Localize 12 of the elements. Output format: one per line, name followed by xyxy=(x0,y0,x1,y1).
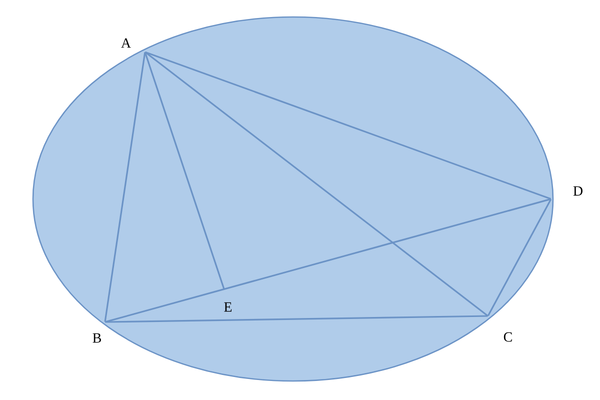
line-segment xyxy=(144,52,225,290)
line-segment xyxy=(105,198,552,323)
line-segment xyxy=(487,198,552,316)
line-segment xyxy=(105,315,488,323)
point-label: A xyxy=(121,38,131,48)
point-label: C xyxy=(504,332,512,342)
point-label: D xyxy=(573,186,582,196)
point-label: E xyxy=(224,302,232,312)
line-segment xyxy=(144,52,488,316)
line-segment xyxy=(104,52,146,322)
line-segment xyxy=(144,51,552,200)
point-label: B xyxy=(92,333,101,343)
